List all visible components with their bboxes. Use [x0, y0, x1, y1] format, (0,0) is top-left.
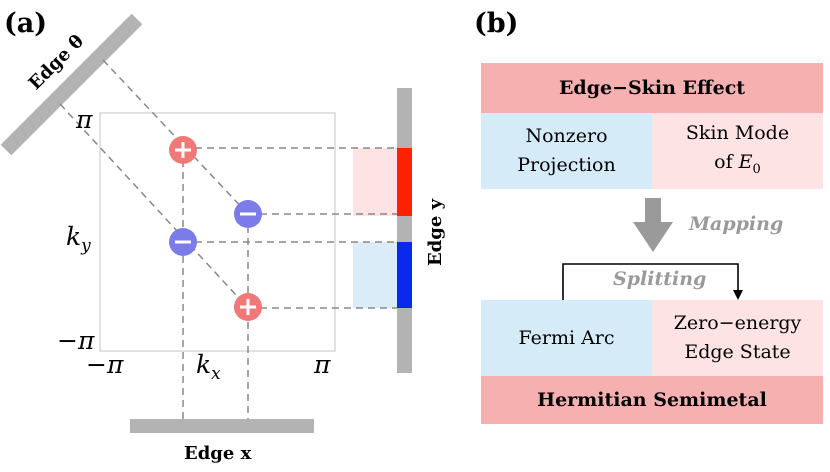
edge-y-blue-segment	[397, 242, 412, 308]
edge-skin-effect-title: Edge−Skin Effect	[481, 63, 823, 113]
charge-plus-2	[234, 293, 262, 321]
zero-energy-edge-state-box: Zero−energy Edge State	[652, 300, 823, 376]
zero-energy-line-1: Zero−energy	[673, 312, 802, 334]
splitting-bracket	[562, 263, 743, 300]
edge-y-red-segment	[397, 148, 412, 216]
zero-energy-line-2: Edge State	[684, 341, 791, 363]
tick-x-left: −π	[86, 350, 124, 379]
mapping-arrow	[633, 198, 673, 252]
blue-projection-shade	[353, 242, 398, 308]
tick-y-top: π	[76, 105, 93, 134]
nonzero-projection-line-2: Projection	[517, 154, 616, 176]
axis-y-label: ky	[66, 222, 91, 256]
tick-y-bottom: −π	[57, 326, 95, 355]
edge-y-label: Edge y	[425, 198, 447, 267]
red-projection-shade	[353, 148, 398, 216]
nonzero-projection-box: Nonzero Projection	[481, 113, 652, 189]
skin-mode-line-1: Skin Mode	[685, 121, 790, 144]
charge-plus-1	[169, 136, 197, 164]
edge-x-label: Edge x	[184, 443, 252, 464]
hermitian-semimetal-title: Hermitian Semimetal	[481, 376, 823, 424]
mapping-label: Mapping	[689, 213, 784, 235]
diag-projection-line-2	[59, 103, 249, 309]
edge-x-bar	[130, 419, 314, 433]
panel-a-diagram	[0, 13, 412, 433]
panel-a-label: (a)	[4, 8, 48, 39]
skin-mode-box: Skin Mode of E0	[652, 113, 823, 189]
nonzero-projection-line-1: Nonzero	[525, 125, 608, 147]
edge-y-bar	[397, 88, 412, 373]
panel-b-label: (b)	[474, 8, 519, 39]
diag-projection-line-1	[102, 59, 249, 215]
brillouin-zone-frame	[99, 112, 336, 352]
fermi-arc-box: Fermi Arc	[481, 300, 652, 376]
skin-mode-line-2: of E0	[714, 150, 761, 177]
axis-x-label: kx	[196, 350, 221, 384]
charge-minus-1	[234, 200, 262, 228]
tick-x-right: π	[314, 350, 331, 379]
charge-minus-2	[169, 228, 197, 256]
splitting-label: Splitting	[609, 268, 711, 290]
edge-theta-bar	[0, 13, 143, 156]
